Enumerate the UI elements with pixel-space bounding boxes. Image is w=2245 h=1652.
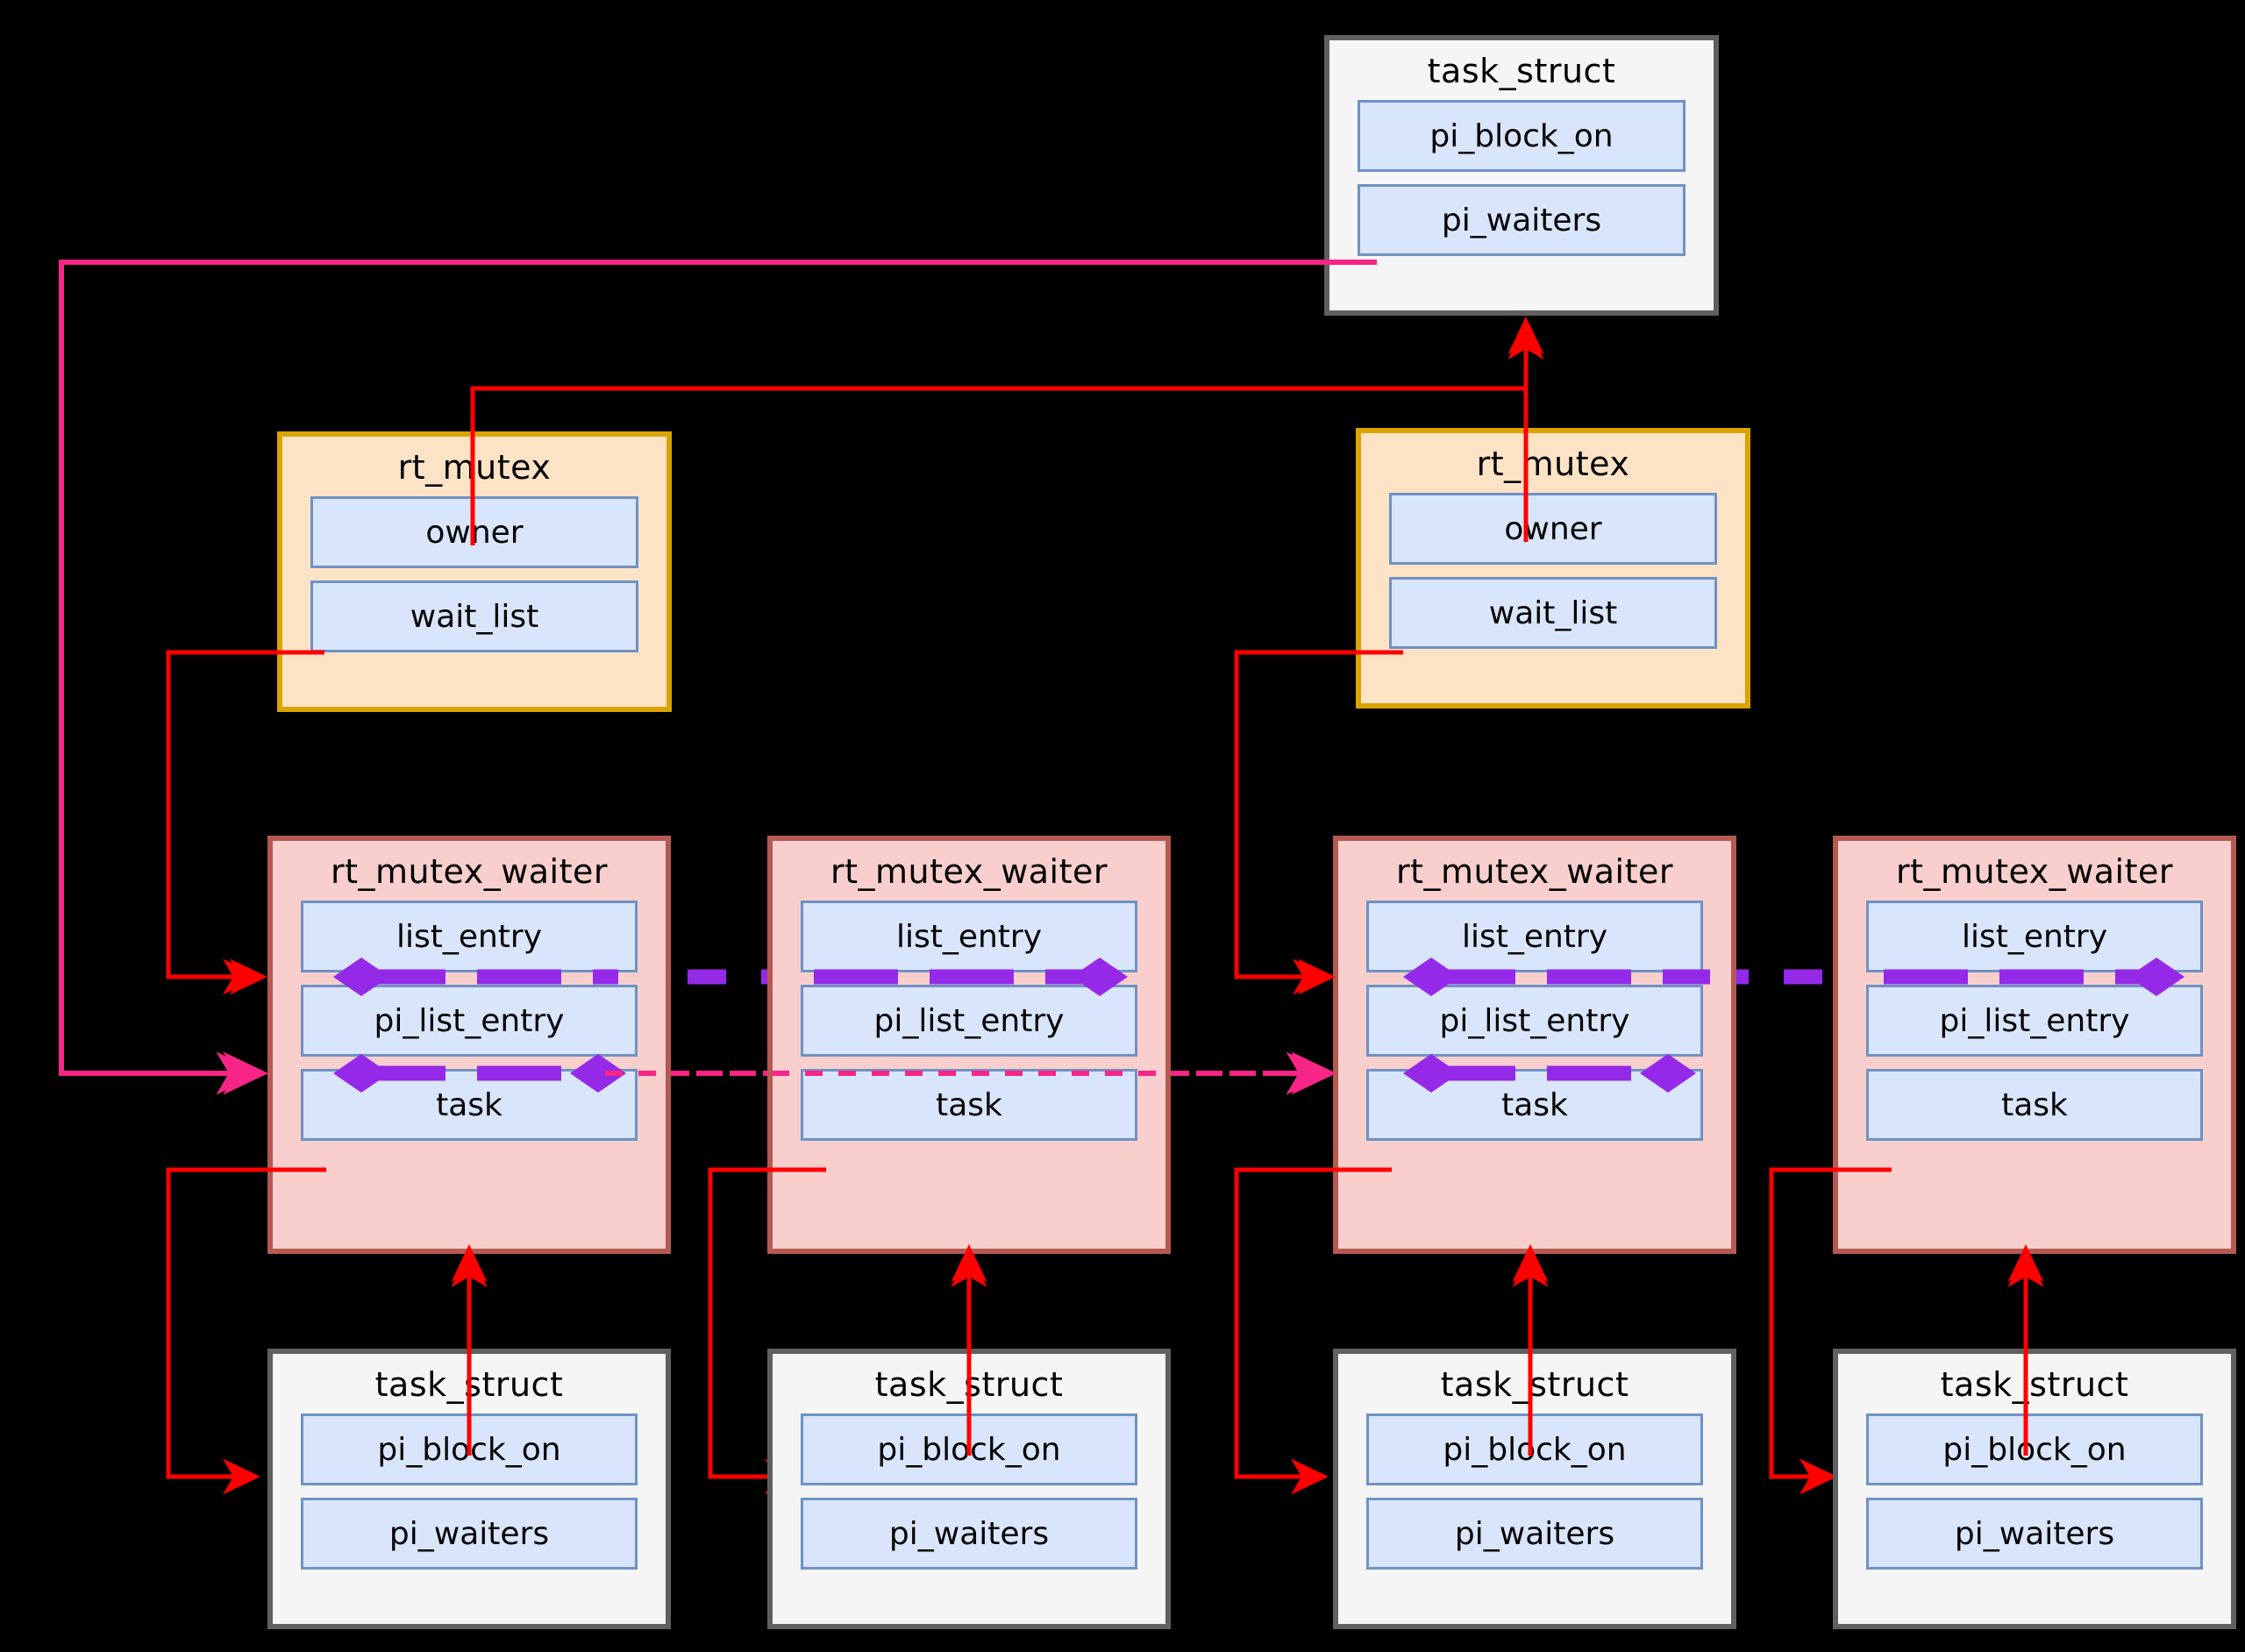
field-pi-waiters[interactable]: pi_waiters bbox=[301, 1498, 638, 1570]
node-task-struct-4[interactable]: task_struct pi_block_on pi_waiters bbox=[1833, 1349, 2236, 1629]
field-pi-waiters[interactable]: pi_waiters bbox=[801, 1498, 1137, 1570]
node-title: rt_mutex_waiter bbox=[1895, 852, 2174, 891]
field-pi-waiters[interactable]: pi_waiters bbox=[1358, 184, 1686, 256]
field-owner[interactable]: owner bbox=[1389, 493, 1717, 565]
node-rt-mutex-left[interactable]: rt_mutex owner wait_list bbox=[277, 431, 672, 712]
node-title: task_struct bbox=[1427, 52, 1616, 90]
node-title: rt_mutex_waiter bbox=[830, 852, 1108, 891]
node-rt-mutex-waiter-1[interactable]: rt_mutex_waiter list_entry pi_list_entry… bbox=[267, 836, 671, 1254]
node-title: task_struct bbox=[374, 1365, 564, 1404]
edge-mutex-left-wait-list bbox=[166, 650, 277, 995]
node-owner-task-struct[interactable]: task_struct pi_block_on pi_waiters bbox=[1324, 35, 1719, 316]
node-task-struct-3[interactable]: task_struct pi_block_on pi_waiters bbox=[1333, 1349, 1736, 1629]
field-task[interactable]: task bbox=[1866, 1069, 2203, 1141]
field-pi-list-entry[interactable]: pi_list_entry bbox=[801, 985, 1137, 1057]
node-title: rt_mutex bbox=[397, 448, 552, 487]
node-title: task_struct bbox=[1940, 1365, 2129, 1404]
field-task[interactable]: task bbox=[1366, 1069, 1703, 1141]
field-pi-block-on[interactable]: pi_block_on bbox=[1866, 1413, 2203, 1485]
field-wait-list[interactable]: wait_list bbox=[310, 580, 638, 652]
field-pi-list-entry[interactable]: pi_list_entry bbox=[1366, 985, 1703, 1057]
node-title: task_struct bbox=[874, 1365, 1064, 1404]
field-wait-list[interactable]: wait_list bbox=[1389, 577, 1717, 649]
node-title: task_struct bbox=[1440, 1365, 1629, 1404]
field-pi-waiters[interactable]: pi_waiters bbox=[1366, 1498, 1703, 1570]
field-owner[interactable]: owner bbox=[310, 496, 638, 568]
field-pi-block-on[interactable]: pi_block_on bbox=[301, 1413, 638, 1485]
node-task-struct-2[interactable]: task_struct pi_block_on pi_waiters bbox=[767, 1349, 1171, 1629]
field-pi-list-entry[interactable]: pi_list_entry bbox=[301, 985, 638, 1057]
field-task[interactable]: task bbox=[801, 1069, 1137, 1141]
edge-waiter4-task bbox=[1769, 1167, 1842, 1495]
node-rt-mutex-right[interactable]: rt_mutex owner wait_list bbox=[1356, 428, 1750, 709]
node-title: rt_mutex_waiter bbox=[1395, 852, 1674, 891]
field-list-entry[interactable]: list_entry bbox=[801, 901, 1137, 972]
node-title: rt_mutex bbox=[1476, 445, 1630, 483]
field-list-entry[interactable]: list_entry bbox=[301, 901, 638, 972]
field-pi-block-on[interactable]: pi_block_on bbox=[801, 1413, 1137, 1485]
node-rt-mutex-waiter-2[interactable]: rt_mutex_waiter list_entry pi_list_entry… bbox=[767, 836, 1171, 1254]
node-rt-mutex-waiter-3[interactable]: rt_mutex_waiter list_entry pi_list_entry… bbox=[1333, 836, 1736, 1254]
edge-waiter1-task bbox=[166, 1167, 277, 1495]
node-rt-mutex-waiter-4[interactable]: rt_mutex_waiter list_entry pi_list_entry… bbox=[1833, 836, 2236, 1254]
field-list-entry[interactable]: list_entry bbox=[1366, 901, 1703, 972]
field-pi-block-on[interactable]: pi_block_on bbox=[1366, 1413, 1703, 1485]
node-task-struct-1[interactable]: task_struct pi_block_on pi_waiters bbox=[267, 1349, 671, 1629]
field-task[interactable]: task bbox=[301, 1069, 638, 1141]
field-pi-block-on[interactable]: pi_block_on bbox=[1358, 100, 1686, 172]
field-pi-list-entry[interactable]: pi_list_entry bbox=[1866, 985, 2203, 1057]
node-title: rt_mutex_waiter bbox=[330, 852, 609, 891]
field-list-entry[interactable]: list_entry bbox=[1866, 901, 2203, 972]
field-pi-waiters[interactable]: pi_waiters bbox=[1866, 1498, 2203, 1570]
